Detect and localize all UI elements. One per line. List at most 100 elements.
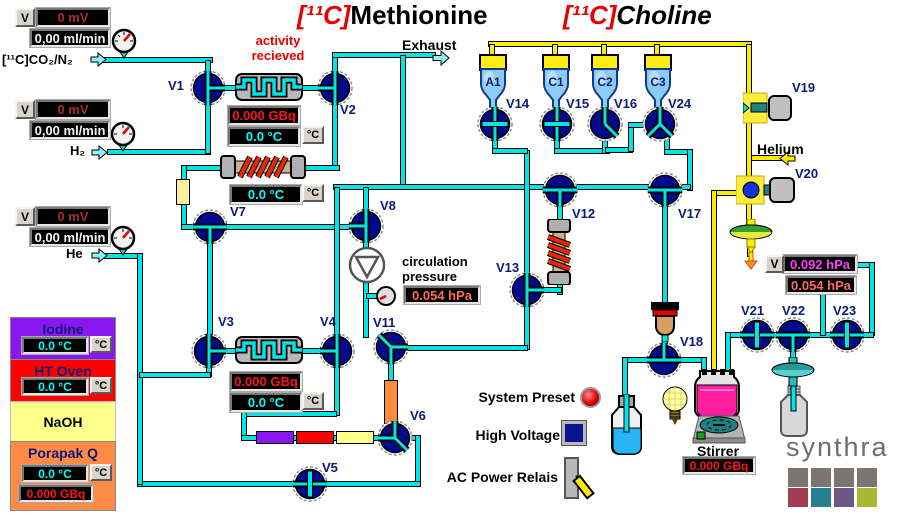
tube [687,149,693,191]
svg-text:A1: A1 [485,75,501,89]
valve-v11[interactable] [371,327,411,367]
iodine-temp-display: 0.0 °C [22,337,88,354]
valve-v15[interactable] [537,104,577,144]
vacuum-pressure2-display: 0.054 hPa [786,276,856,294]
inline-column-yellow [176,179,190,205]
valve-v24-label: V24 [668,96,692,111]
valve-v21-label: V21 [741,303,765,318]
valve-v12[interactable] [540,170,580,210]
tube [333,184,669,190]
tube [205,102,211,154]
tube [404,345,528,351]
valve-v19-label: V19 [792,80,816,95]
valve-v13-label: V13 [496,260,520,275]
circulation-pressure-gauge [376,286,396,311]
porapak-activity-display: 0.000 GBq [19,485,93,502]
valve-v1[interactable] [188,68,228,108]
valve-v21[interactable] [737,315,777,355]
isotope-prefix: [¹¹C] [563,0,617,30]
naoh-panel: NaOH [10,401,116,443]
he-voltage-button[interactable]: V [15,207,35,226]
heater3-temp-display: 0.0 °C [230,393,302,412]
valve-v2-label: V2 [340,102,356,117]
he-flow-arrow-icon [91,247,108,268]
valve-v6-label: V6 [410,408,426,423]
tube [524,150,530,280]
heater1-unit-button[interactable]: °C [302,126,324,144]
tube [820,294,826,336]
vacuum-voltage-button[interactable]: V [765,255,784,273]
valve-v13[interactable] [507,270,547,310]
helium-arrow-icon [779,150,796,171]
heater2-unit-button[interactable]: °C [302,184,324,202]
stirrer-device[interactable] [691,414,747,449]
lamp-icon [660,385,690,432]
valve-v24[interactable] [640,104,680,144]
valve-v20[interactable] [735,175,796,210]
valve-v5[interactable] [290,464,330,504]
porapak-unit-button[interactable]: °C [90,464,112,481]
valve-v14[interactable] [475,104,515,144]
stirrer-label: Stirrer [697,443,740,459]
valve-v22[interactable] [773,315,813,355]
ac-power-relais-switch[interactable] [562,456,598,507]
vial-c2[interactable]: C2 [590,54,620,117]
heater-coil-2 [220,152,306,187]
h2-voltage-button[interactable]: V [15,100,35,119]
valve-v23[interactable] [827,315,867,355]
synthra-logo: synthra [786,432,889,462]
product-bottle [777,384,811,442]
yellow-tube [711,190,717,384]
valve-v17[interactable] [645,170,685,210]
valve-v8[interactable] [346,206,386,246]
tube [492,148,528,154]
synthra-logo-squares [788,468,880,513]
valve-v4[interactable] [317,331,357,371]
tube [139,372,211,378]
valve-v3-label: V3 [218,314,234,329]
valve-v4-label: V4 [320,314,336,329]
valve-v20-label: V20 [795,166,819,181]
valve-v6[interactable] [375,418,415,458]
valve-v16-label: V16 [614,96,638,111]
isotope-prefix: [¹¹C] [297,0,351,30]
circulation-pump[interactable] [348,246,386,289]
heater-coil-1 [234,72,304,107]
valve-v16[interactable] [585,104,625,144]
high-voltage-indicator[interactable] [561,420,587,446]
exhaust-label: Exhaust [402,37,457,53]
valve-v5-label: V5 [322,460,338,475]
stirrer-activity-display: 0.000 GBq [683,457,755,474]
vial-c3[interactable]: C3 [643,54,673,117]
he-flow-display: 0,00 ml/min [30,228,110,246]
tube [334,364,340,416]
heater-coil-3 [234,335,304,370]
tube [400,55,406,189]
heater1-activity-display: 0.000 GBq [228,106,300,125]
h2-flow-arrow-icon [91,144,108,165]
sterile-filter-teal [770,356,816,394]
valve-v2[interactable] [315,68,355,108]
valve-v1-label: V1 [168,78,184,93]
iodine-column-segment [256,431,294,444]
heater3-unit-button[interactable]: °C [302,392,324,410]
ht-oven-temp-display: 0.0 °C [22,378,88,395]
co2-voltage-button[interactable]: V [15,8,35,27]
valve-v18[interactable] [644,340,684,380]
valve-v7[interactable] [190,207,230,247]
he-line-label: He [66,246,83,261]
h2-line-label: H₂ [70,143,86,158]
iodine-unit-button[interactable]: °C [90,336,112,353]
valve-v3[interactable] [189,331,229,371]
naoh-panel-title: NaOH [43,414,83,430]
helium-label: Helium [757,141,804,157]
iodine-panel-title: Iodine [42,321,84,337]
valve-v19[interactable] [742,91,795,130]
system-preset-led[interactable] [580,387,601,408]
tube [302,165,340,171]
exhaust-arrow-icon [432,49,450,71]
co2-flow-display: 0,00 ml/min [30,29,110,47]
ht-oven-unit-button[interactable]: °C [90,377,112,394]
